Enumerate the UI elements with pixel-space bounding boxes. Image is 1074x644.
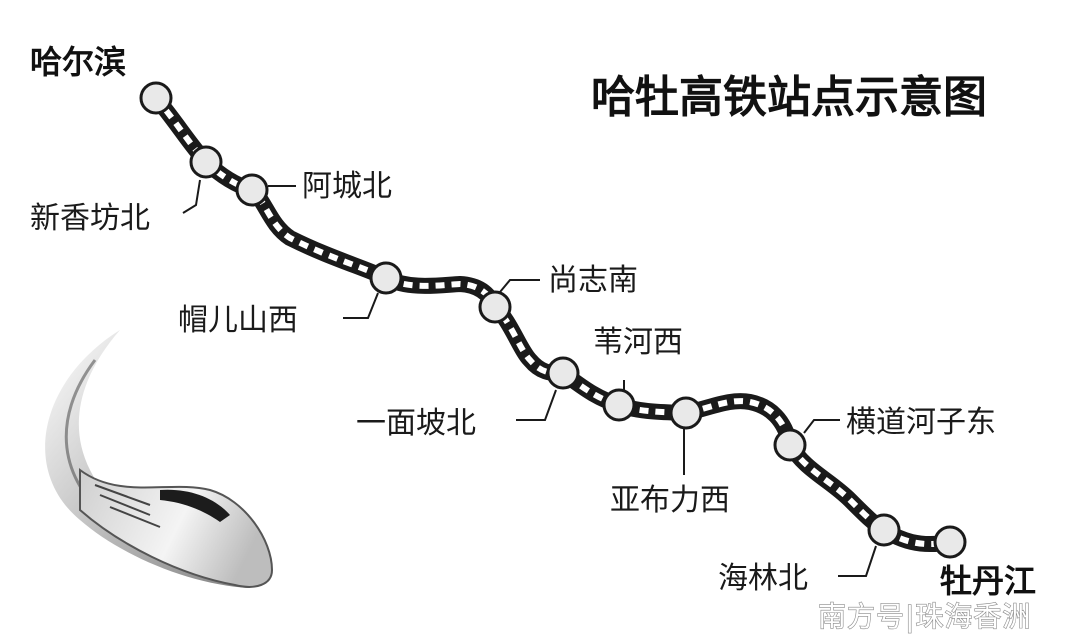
watermark-text: 南方号|珠海香洲 — [818, 600, 1031, 633]
station-label-xinxiangfangbei: 新香坊北 — [30, 201, 150, 236]
endpoint-end-label: 牡丹江 — [940, 562, 1036, 600]
leader-maoershanxi — [343, 292, 379, 319]
station-marker-maoershanxi — [369, 261, 403, 295]
station-marker-weihexi — [602, 388, 636, 422]
station-label-hailinbei: 海林北 — [718, 561, 808, 596]
station-marker-hengdaohezidong — [773, 428, 807, 462]
leader-hengdaohezidong — [803, 419, 840, 434]
station-markers — [139, 81, 967, 559]
station-labels: 新香坊北 阿城北 帽儿山西 尚志南 一面坡北 苇河西 亚布力西 横道河子东 海林… — [30, 169, 996, 596]
station-label-yimianpobei: 一面坡北 — [356, 406, 476, 441]
leader-yimianpobei — [516, 389, 557, 421]
station-label-maoershanxi: 帽儿山西 — [178, 303, 298, 338]
train-illustration — [45, 330, 274, 588]
station-marker-harbin — [139, 81, 173, 115]
diagram-title: 哈牡高铁站点示意图 — [591, 72, 987, 123]
station-marker-achengbei — [235, 173, 269, 207]
station-label-shangzhinan: 尚志南 — [548, 263, 638, 298]
station-marker-yimianpobei — [546, 356, 580, 390]
leader-shangzhinan — [499, 279, 540, 293]
station-marker-hailinbei — [867, 513, 901, 547]
station-label-yabulixi: 亚布力西 — [610, 483, 730, 518]
station-label-weihexi: 苇河西 — [593, 325, 683, 360]
leader-hailinbei — [838, 545, 877, 577]
rail-line — [148, 90, 958, 553]
leader-lines — [182, 179, 877, 577]
station-marker-yabulixi — [669, 396, 703, 430]
station-marker-shangzhinan — [478, 290, 512, 324]
station-marker-xinxiangfangbei — [189, 145, 223, 179]
station-label-achengbei: 阿城北 — [302, 169, 392, 204]
leader-xinxiangfangbei — [182, 179, 201, 214]
station-label-hengdaohezidong: 横道河子东 — [846, 405, 996, 440]
station-marker-mudanjiang — [933, 525, 967, 559]
endpoint-start-label: 哈尔滨 — [30, 43, 126, 81]
